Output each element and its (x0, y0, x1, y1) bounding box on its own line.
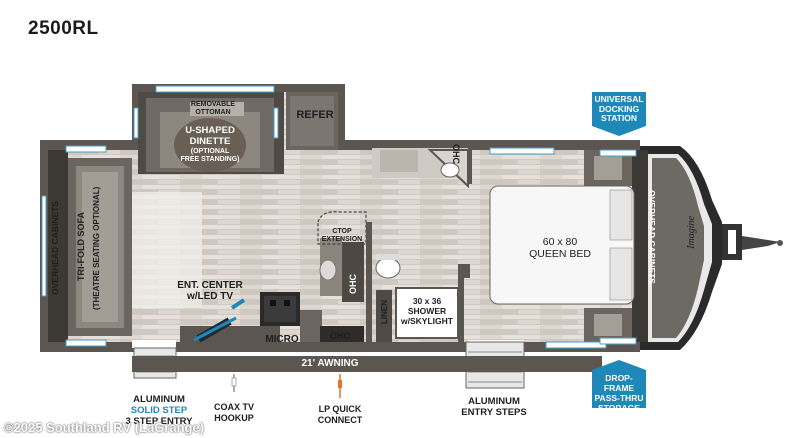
ctop-extension-label: CTOP EXTENSION (321, 228, 363, 243)
dinette-note: (OPTIONAL FREE STANDING) (180, 148, 240, 163)
ohc-bottom-label: OHC (330, 331, 350, 341)
micro-label: MICRO (265, 334, 299, 345)
ent-center-label: ENT. CENTER w/LED TV (177, 280, 243, 302)
bed-label: 60 x 80 QUEEN BED (529, 236, 591, 260)
storage-callout: DROP-FRAME PASS-THRU STORAGE (594, 373, 644, 413)
shower-label: 30 x 36 SHOWER w/SKYLIGHT (401, 296, 453, 326)
lp-quick-connect-label: LP QUICK CONNECT (317, 404, 363, 425)
entry-steps-label: ALUMINUM ENTRY STEPS (461, 396, 527, 418)
brand-logo: Imagine (686, 216, 697, 249)
copyright-watermark: ©2025 Southland RV (LaGrange) (4, 420, 205, 435)
overhead-cabinets-right: OVERHEAD CABINETS (647, 190, 657, 284)
refer-label: REFER (296, 109, 334, 121)
docking-station-callout: UNIVERSAL DOCKING STATION (594, 94, 644, 123)
linen-label: LINEN (380, 300, 389, 324)
dinette-table (174, 118, 246, 172)
step-entry-label-3: 3 STEP ENTRY (125, 416, 193, 427)
awning-bar (132, 356, 602, 372)
awning-label: 21' AWNING (301, 358, 359, 369)
coax-hookup-label: COAX TV HOOKUP (213, 402, 254, 423)
dinette-label: U-SHAPED DINETTE (185, 125, 235, 147)
step-entry-label-1: ALUMINUM (133, 394, 185, 405)
sofa-label: TRI-FOLD SOFA (76, 212, 86, 282)
ohc-galley-label: OHC (348, 274, 358, 294)
sofa-note: (THEATRE SEATING OPTIONAL) (92, 186, 101, 310)
model-title: 2500RL (28, 18, 99, 39)
step-entry-label-2: SOLID STEP (130, 405, 188, 416)
ottoman-label: REMOVABLE OTTOMAN (190, 101, 236, 116)
overhead-cabinets-left: OVERHEAD CABINETS (50, 201, 60, 295)
ohc-bath-label: OHC (451, 144, 461, 164)
